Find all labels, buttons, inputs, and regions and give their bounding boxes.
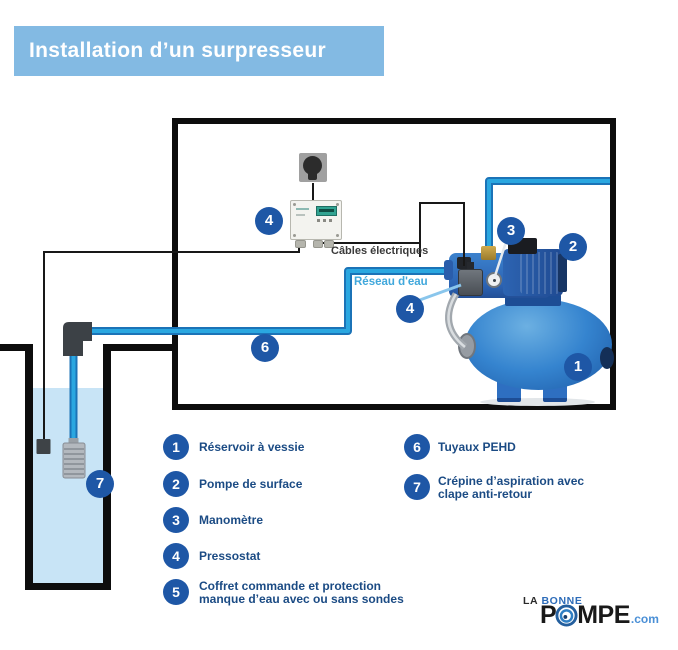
logo-pompe-mpe: MPE [577, 601, 630, 629]
legend-num-2: 2 [163, 471, 189, 497]
legend-label-6: Tuyaux PEHD [438, 440, 516, 454]
legend-num-6: 6 [404, 434, 430, 460]
tank-port [600, 347, 614, 369]
well-wall-left [25, 344, 33, 590]
label-cables-electriques: Câbles électriques [331, 245, 429, 257]
ground-line-right [103, 344, 177, 351]
marker-tuyau: 6 [251, 334, 279, 362]
pipe-elbow [63, 322, 92, 356]
legend-label-7: Crépine d’aspiration avec clape anti-ret… [438, 474, 585, 501]
legend-num-1: 1 [163, 434, 189, 460]
pump-inlet [444, 260, 453, 280]
pump-motor [503, 249, 563, 296]
legend-num-3: 3 [163, 507, 189, 533]
legend-label-3: Manomètre [199, 513, 264, 527]
crepine-neck [68, 438, 79, 444]
control-box-buttons [317, 219, 335, 222]
legend-num-7: 7 [404, 474, 430, 500]
crepine-stripes [64, 448, 84, 475]
legend-label-4: Pressostat [199, 549, 261, 563]
motor-fins [520, 252, 560, 294]
manometer-icon [486, 272, 502, 288]
marker-pressostat: 4 [396, 295, 424, 323]
marker-coffret: 4 [255, 207, 283, 235]
legend-num-4: 4 [163, 543, 189, 569]
logo-tld: .com [630, 612, 659, 626]
tank-shadow [480, 398, 595, 406]
swirl-o-icon [555, 604, 578, 627]
brass-fitting [481, 246, 496, 260]
marker-pompe: 2 [559, 233, 587, 261]
logo-bonne: BONNE [541, 595, 583, 607]
legend-label-1: Réservoir à vessie [199, 440, 305, 454]
bladder-tank [465, 299, 612, 390]
legend-label-2: Pompe de surface [199, 477, 303, 491]
control-box-display [316, 206, 337, 216]
legend-label-5: Coffret commande et protection manque d’… [199, 579, 404, 606]
marker-crepine: 7 [86, 470, 114, 498]
motor-cap [558, 254, 567, 292]
marker-reservoir: 1 [564, 353, 592, 381]
tank-port [458, 333, 476, 359]
page-title: Installation d’un surpresseur [29, 39, 326, 62]
control-box [290, 200, 342, 248]
logo-la: LA [523, 595, 538, 607]
power-outlet [299, 153, 327, 182]
title-banner: Installation d’un surpresseur [14, 26, 384, 76]
label-reseau-eau: Réseau d'eau [354, 276, 428, 288]
pressostat-icon [458, 269, 483, 296]
well-bottom [25, 583, 111, 590]
crepine-icon [62, 442, 86, 479]
plug-icon [303, 156, 322, 175]
marker-manometre: 3 [497, 217, 525, 245]
logo-pompe-p: P [540, 601, 557, 629]
sonde-icon [36, 439, 51, 454]
well-wall-right [103, 344, 111, 590]
ground-line-left [0, 344, 30, 351]
legend-num-5: 5 [163, 579, 189, 605]
